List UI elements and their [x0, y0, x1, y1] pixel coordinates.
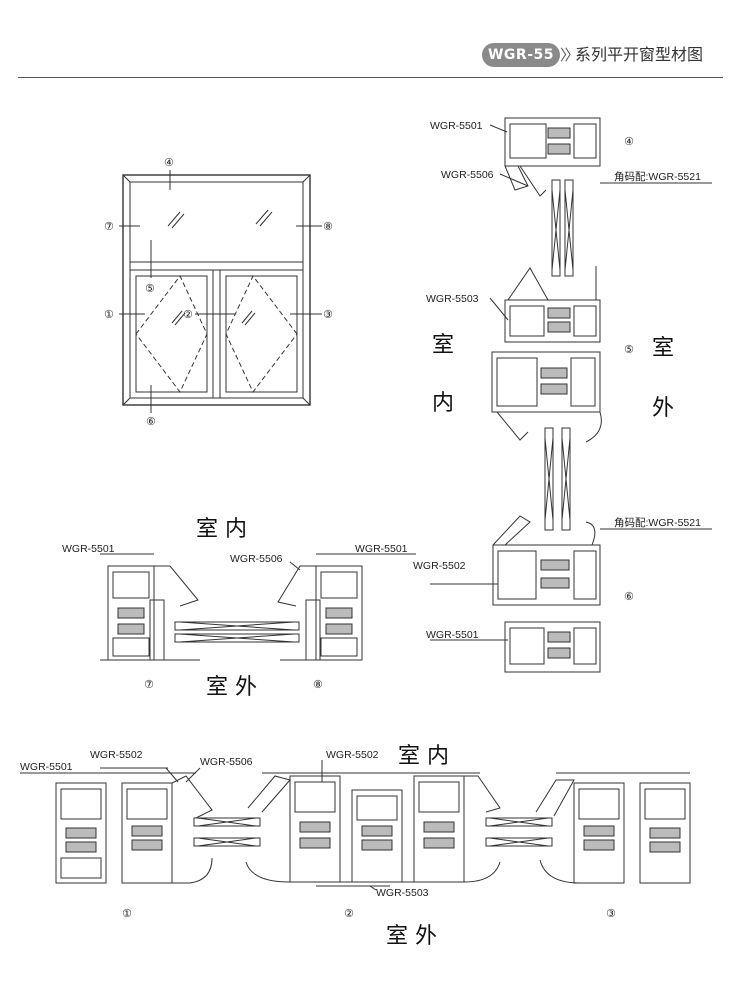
marker-2-section: ② [344, 908, 354, 920]
mid-outdoor-label: 室 外 [206, 675, 257, 700]
label-wgr5502-bottom-left: WGR-5502 [90, 749, 143, 761]
marker-5-section: ⑤ [624, 344, 634, 356]
vertical-section [430, 117, 712, 673]
label-corner-5521-top: 角码配:WGR-5521 [614, 171, 701, 183]
marker-5-elevation: ⑤ [145, 283, 155, 295]
marker-8-section: ⑧ [313, 679, 323, 691]
label-wgr5503-bottom: WGR-5503 [376, 887, 429, 899]
marker-8-elevation: ⑧ [323, 221, 333, 233]
indoor-label-2: 内 [432, 391, 454, 416]
label-wgr5502-vert: WGR-5502 [413, 560, 466, 572]
mid-indoor-label: 室 内 [196, 517, 247, 542]
label-wgr5501-mid-left: WGR-5501 [62, 543, 115, 555]
marker-4-section: ④ [624, 136, 634, 148]
bottom-outdoor-label: 室 外 [386, 924, 437, 949]
marker-1-section: ① [122, 908, 132, 920]
series-badge: WGR-55 [482, 43, 560, 67]
horizontal-section-bottom [20, 760, 691, 891]
label-wgr5501-bottom: WGR-5501 [426, 629, 479, 641]
bottom-indoor-label: 室 内 [398, 744, 449, 769]
label-wgr5506-top: WGR-5506 [441, 169, 494, 181]
chevron-icon: 〉〉 [560, 46, 579, 64]
diagram-labels: ④ ⑦ ⑧ ⑤ ① ② ③ ⑥ WGR-5501 WGR-5506 角码配:WG… [20, 120, 701, 949]
label-wgr5501-mid-right: WGR-5501 [355, 543, 408, 555]
page-header: WGR-55 〉〉 系列平开窗型材图 [0, 0, 737, 80]
header-rule [18, 77, 723, 78]
page-title: 系列平开窗型材图 [575, 45, 704, 64]
indoor-label-1: 室 [432, 333, 454, 358]
marker-7-elevation: ⑦ [104, 221, 114, 233]
marker-3-elevation: ③ [323, 309, 333, 321]
label-wgr5506-bottom: WGR-5506 [200, 756, 253, 768]
label-wgr5506-mid: WGR-5506 [230, 553, 283, 565]
label-corner-5521-bottom: 角码配:WGR-5521 [614, 517, 701, 529]
outdoor-label-1: 室 [652, 336, 674, 361]
label-wgr5503-vert: WGR-5503 [426, 293, 479, 305]
label-wgr5501-bottom-left: WGR-5501 [20, 761, 73, 773]
horizontal-section-mid [100, 553, 416, 661]
marker-2-elevation: ② [183, 309, 193, 321]
label-wgr5502-bottom-mid: WGR-5502 [326, 749, 379, 761]
marker-4-elevation: ④ [164, 157, 174, 169]
label-wgr5501-top: WGR-5501 [430, 120, 483, 132]
window-elevation [119, 170, 322, 413]
outdoor-label-2: 外 [652, 396, 674, 421]
marker-7-section: ⑦ [144, 679, 154, 691]
marker-6-section: ⑥ [624, 591, 634, 603]
marker-6-elevation: ⑥ [146, 416, 156, 428]
marker-1-elevation: ① [104, 309, 114, 321]
marker-3-section: ③ [606, 908, 616, 920]
